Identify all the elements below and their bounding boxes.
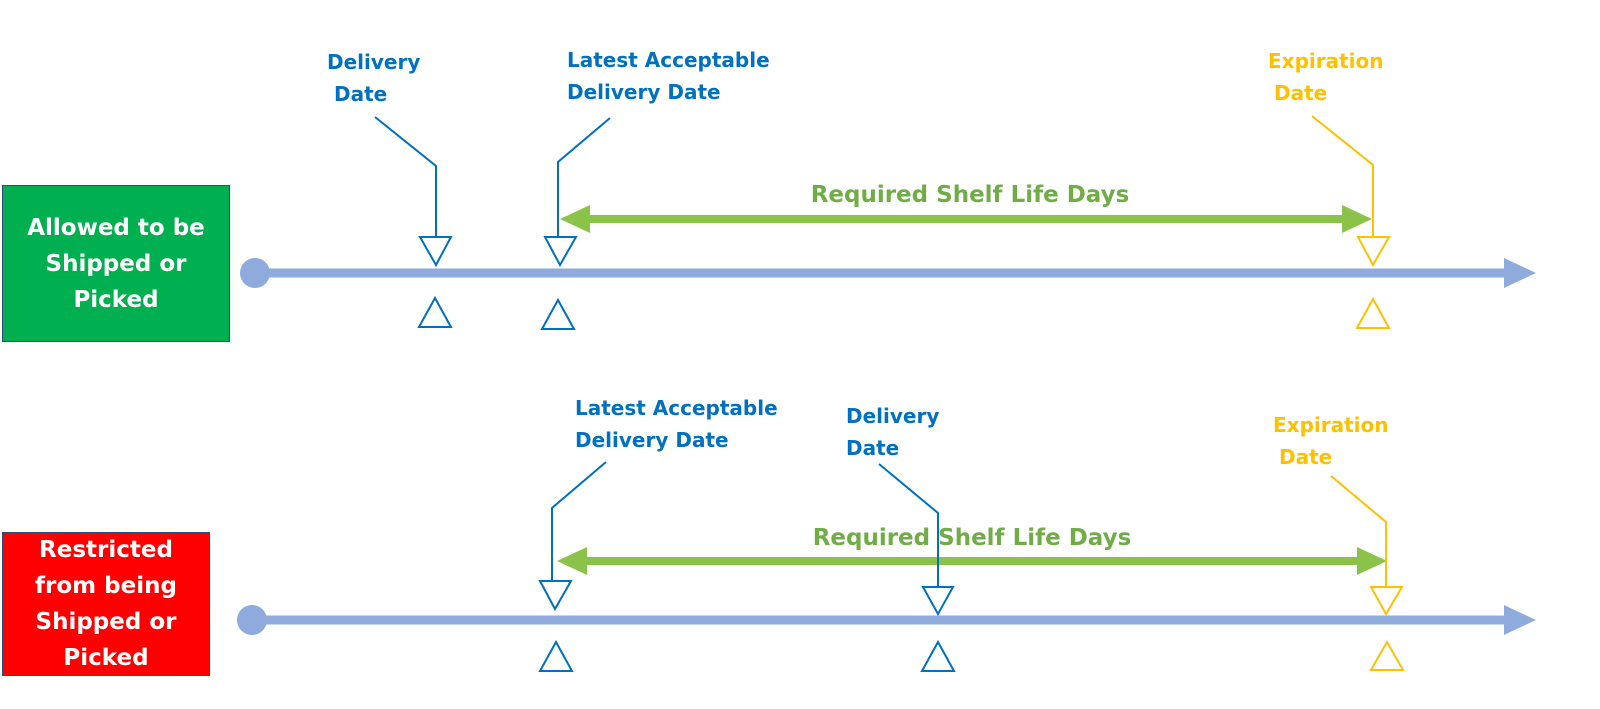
timeline-allowed-arrowhead (1504, 258, 1536, 288)
delivery-date-allowed-leader (374, 116, 437, 236)
delivery-date-allowed-label: Delivery Date (327, 50, 427, 106)
shelf-life-allowed-label: Required Shelf Life Days (811, 182, 1130, 208)
delivery-date-restricted-leader (878, 463, 939, 586)
expiration-date-allowed-leader (1311, 115, 1374, 236)
latest-acceptable-date-restricted-down-marker (538, 580, 573, 612)
expiration-date-allowed-down-marker (1356, 236, 1391, 268)
delivery-date-allowed-down-marker (418, 236, 453, 268)
restricted-status-box: Restricted from being Shipped or Picked (2, 532, 210, 676)
scenario-restricted: Required Shelf Life Days Latest Acceptab… (237, 396, 1536, 672)
latest-acceptable-date-allowed-label: Latest Acceptable Delivery Date (567, 48, 777, 104)
shelf-life-restricted-arrowhead-left (557, 547, 587, 575)
latest-acceptable-date-restricted-leader (551, 461, 607, 580)
expiration-date-restricted-down-marker (1369, 586, 1404, 617)
latest-acceptable-date-allowed-down-marker (543, 236, 578, 268)
expiration-date-allowed-label: Expiration Date (1268, 49, 1390, 105)
delivery-date-restricted-label: Delivery Date (846, 404, 946, 460)
timeline-allowed-start-dot (240, 258, 270, 288)
expiration-date-restricted-leader (1330, 475, 1387, 586)
expiration-date-restricted-label: Expiration Date (1273, 413, 1395, 469)
delivery-date-restricted-down-marker (921, 586, 955, 617)
latest-acceptable-date-allowed-leader (557, 117, 611, 236)
shelf-life-allowed-arrowhead-right (1342, 205, 1372, 233)
scenario-allowed: Required Shelf Life Days Delivery Date L… (240, 48, 1536, 330)
shelf-life-restricted-label: Required Shelf Life Days (813, 525, 1132, 551)
delivery-date-restricted-up-marker (920, 639, 956, 672)
latest-acceptable-date-allowed-up-marker (540, 297, 576, 330)
expiration-date-allowed-up-marker (1355, 296, 1391, 329)
shelf-life-allowed-arrowhead-left (560, 205, 590, 233)
allowed-status-box: Allowed to be Shipped or Picked (2, 185, 230, 342)
delivery-date-allowed-up-marker (417, 295, 453, 328)
shelf-life-restricted-arrowhead-right (1357, 547, 1387, 575)
latest-acceptable-date-restricted-up-marker (538, 639, 574, 672)
timeline-restricted-arrowhead (1504, 605, 1536, 635)
expiration-date-restricted-up-marker (1369, 639, 1405, 671)
latest-acceptable-date-restricted-label: Latest Acceptable Delivery Date (575, 396, 785, 452)
timeline-restricted-start-dot (237, 605, 267, 635)
